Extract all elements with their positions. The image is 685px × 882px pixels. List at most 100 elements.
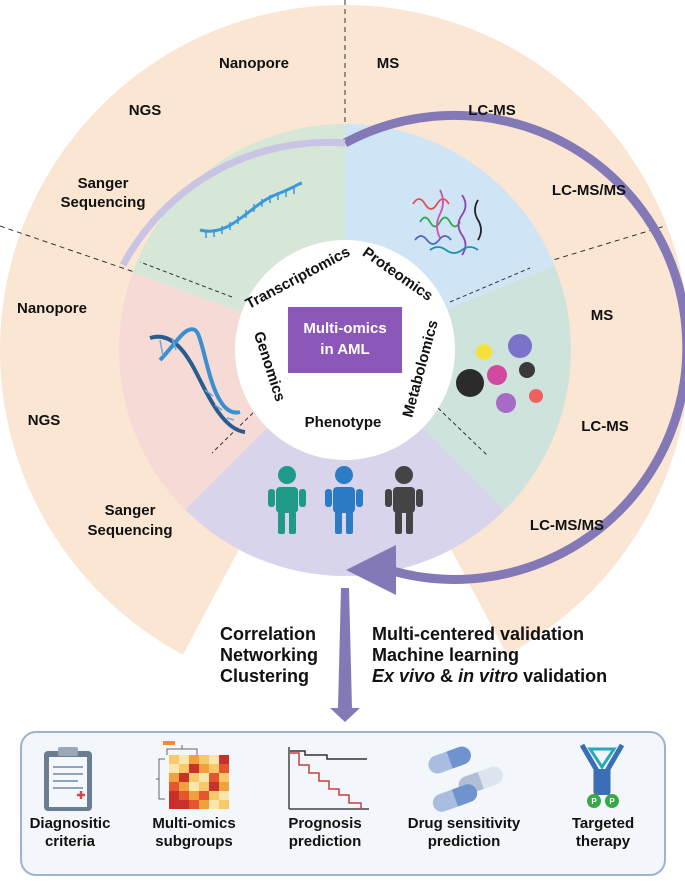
protein-chains-icon [412, 189, 482, 256]
heatmap-cell [199, 800, 209, 809]
heatmap-cell [189, 755, 199, 764]
tech-genomics-sequencing: Sequencing [87, 522, 172, 539]
person-teal-icon [268, 466, 306, 534]
tech-transcriptomics-sequencing: Sequencing [60, 194, 145, 211]
cycle-arrowhead [346, 545, 396, 595]
antibody-icon: P P [579, 743, 625, 808]
heatmap-cell [189, 782, 199, 791]
heatmap-cell [219, 800, 229, 809]
divider-right [519, 225, 666, 271]
outcome-targeted: Targeted therapy [538, 815, 668, 851]
tech-transcriptomics-sanger: Sanger [78, 175, 129, 192]
center-title-1: Multi-omics [303, 320, 386, 337]
outcome-subgroups: Multi-omics subgroups [129, 815, 259, 851]
tech-proteomics-ms: MS [377, 55, 400, 72]
sector-phenotype [185, 350, 505, 576]
outcomes-box: P P Diagnositic criteria Multi-omics sub… [20, 731, 666, 876]
outcome-drug-l2: prediction [427, 833, 501, 850]
text-ex-vivo: Ex vivo [372, 666, 436, 686]
tech-proteomics-lcmsms: LC-MS/MS [552, 182, 626, 199]
svg-text:P: P [609, 797, 615, 806]
heatmap-cell [209, 755, 219, 764]
heatmap-cell [209, 800, 219, 809]
heatmap-cells [169, 755, 229, 809]
outcome-prognosis: Prognosis prediction [260, 815, 390, 851]
heatmap-cell [219, 764, 229, 773]
heatmap-cell [189, 791, 199, 800]
person-blue-icon [325, 466, 363, 534]
heatmap-cell [179, 800, 189, 809]
rna-strand-icon [199, 181, 303, 238]
outcome-drug-l1: Drug sensitivity [407, 815, 521, 832]
heatmap-cell [169, 782, 179, 791]
heatmap-cell [209, 791, 219, 800]
heatmap-cell [169, 773, 179, 782]
heatmap-cell [169, 791, 179, 800]
capsules-icon [428, 746, 503, 812]
heatmap-cell [199, 764, 209, 773]
center-title-2: in AML [320, 341, 369, 358]
heatmap-cell [209, 764, 219, 773]
outcome-targeted-l1: Targeted [571, 815, 635, 832]
center-box [288, 307, 402, 373]
cycle-arrow-ring [342, 110, 685, 584]
heatmap-cell [199, 773, 209, 782]
analysis-right: Multi-centered validation Machine learni… [372, 624, 607, 687]
tech-transcriptomics-nanopore: Nanopore [219, 55, 289, 72]
heatmap-icon [156, 741, 229, 809]
svg-text:P: P [591, 797, 597, 806]
outcome-subgroups-l2: subgroups [155, 833, 233, 850]
analysis-left: Correlation Networking Clustering [220, 624, 318, 687]
analysis-clustering: Clustering [220, 666, 310, 686]
outcome-diagnostic-l2: criteria [44, 833, 96, 850]
heatmap-cell [209, 782, 219, 791]
heatmap-cell [199, 782, 209, 791]
heatmap-cell [219, 755, 229, 764]
heatmap-cell [189, 773, 199, 782]
heatmap-cell [189, 764, 199, 773]
analysis-ml: Machine learning [372, 645, 520, 665]
analysis-exvivo-invitro: Ex vivo & in vitro validation [372, 666, 607, 687]
label-phenotype: Phenotype [305, 414, 382, 431]
heatmap-cell [179, 755, 189, 764]
inner-dividers [139, 261, 531, 457]
outcome-diagnostic-l1: Diagnositic [29, 815, 111, 832]
heatmap-cell [189, 800, 199, 809]
divider-upper-left [0, 225, 141, 275]
tech-genomics-sanger: Sanger [105, 502, 156, 519]
outcome-drug: Drug sensitivity prediction [399, 815, 529, 851]
down-arrow [330, 588, 360, 722]
outcome-prognosis-l2: prediction [288, 833, 362, 850]
outer-technique-ring [0, 5, 685, 655]
heatmap-cell [179, 791, 189, 800]
tech-proteomics-lcms: LC-MS [468, 102, 516, 119]
cycle-arrow-ring-left [119, 138, 346, 267]
heatmap-cell [179, 773, 189, 782]
heatmap-cell [209, 773, 219, 782]
tech-metabolomics-lcms: LC-MS [581, 418, 629, 435]
outcome-targeted-l2: therapy [575, 833, 631, 850]
heatmap-cell [169, 755, 179, 764]
outcome-prognosis-l1: Prognosis [288, 815, 362, 832]
heatmap-cell [179, 782, 189, 791]
person-gray-icon [385, 466, 423, 534]
heatmap-cell [219, 791, 229, 800]
outcome-diagnostic: Diagnositic criteria [5, 815, 135, 851]
outcome-subgroups-l1: Multi-omics [152, 815, 236, 832]
text-amp: & [435, 666, 459, 686]
text-in-vitro: in vitro [458, 666, 519, 686]
tech-transcriptomics-ngs: NGS [129, 102, 162, 119]
survival-curve-icon [288, 747, 369, 810]
text-validation: validation [518, 666, 608, 686]
tech-genomics-nanopore: Nanopore [17, 300, 87, 317]
heatmap-cell [169, 764, 179, 773]
analysis-validation: Multi-centered validation [372, 624, 585, 644]
heatmap-cell [219, 782, 229, 791]
tech-metabolomics-lcmsms: LC-MS/MS [530, 517, 604, 534]
analysis-correlation: Correlation [220, 624, 317, 644]
clipboard-icon [44, 747, 92, 811]
heatmap-cell [199, 791, 209, 800]
dna-helix-icon [149, 327, 246, 434]
metabolites-icon [456, 334, 543, 413]
